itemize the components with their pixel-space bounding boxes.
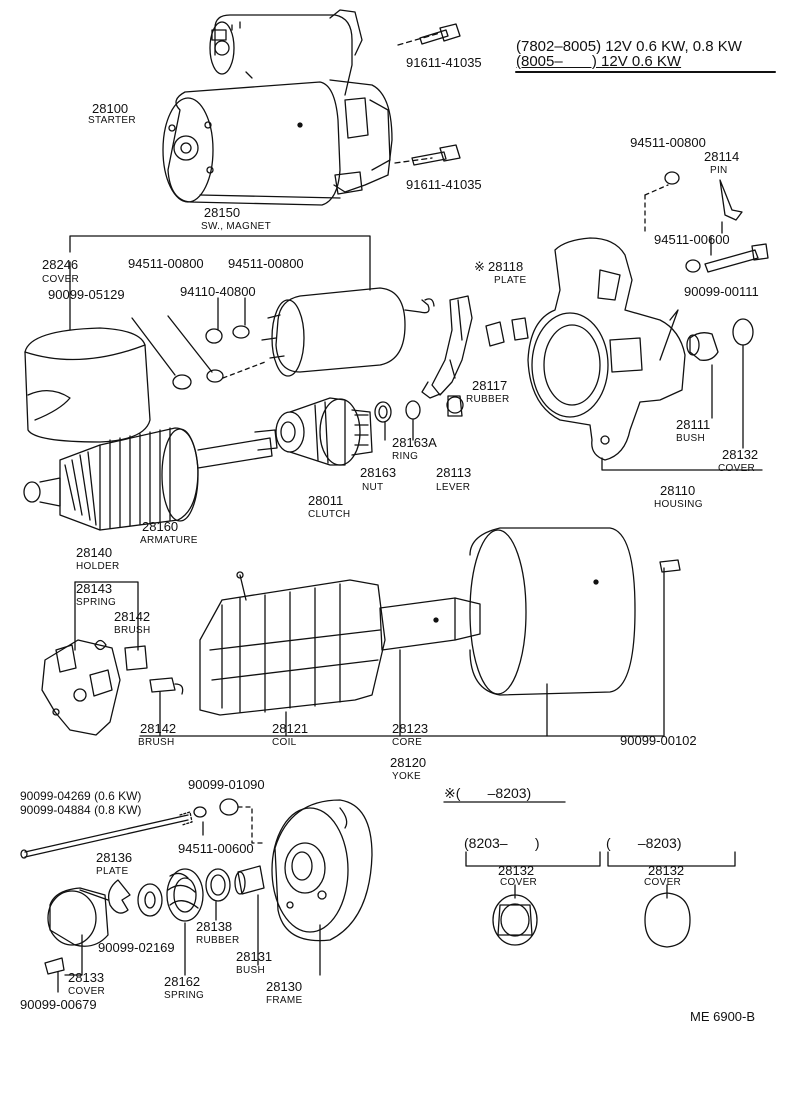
note-header: ※( –8203) xyxy=(444,785,532,801)
part-name: CORE xyxy=(392,737,423,748)
spec-line-1: (7802–8005) 12V 0.6 KW, 0.8 KW xyxy=(516,38,742,55)
part-number: 28100 xyxy=(92,101,129,116)
part-name: STARTER xyxy=(88,115,136,126)
note-mark: ※ xyxy=(474,259,485,274)
housing-drawing xyxy=(527,171,769,471)
part-name: BUSH xyxy=(236,965,265,976)
part-number: 90099-04269 (0.6 KW) xyxy=(20,789,142,803)
part-name: LEVER xyxy=(436,482,471,493)
part-number: 28140 xyxy=(76,545,113,560)
diagram-code: ME 6900-B xyxy=(690,1009,756,1024)
part-number: 28114 xyxy=(704,149,740,164)
part-name: SPRING xyxy=(76,597,117,608)
part-name: HOLDER xyxy=(76,561,120,572)
part-name: SW., MAGNET xyxy=(201,221,271,232)
part-number: 90099-05129 xyxy=(48,287,125,302)
part-number: 28133 xyxy=(68,970,105,985)
armature-drawing xyxy=(23,427,278,531)
note-drawing xyxy=(443,801,736,948)
part-name: COVER xyxy=(718,463,756,474)
part-number: 90099-00102 xyxy=(620,733,697,748)
part-name: BRUSH xyxy=(114,625,151,636)
part-name: PIN xyxy=(710,165,728,176)
part-name: HOUSING xyxy=(654,499,703,510)
part-number: 91611-41035 xyxy=(406,177,482,192)
part-name: COVER xyxy=(42,274,80,285)
part-name: PLATE xyxy=(494,275,527,286)
part-number: 28117 xyxy=(472,378,508,393)
part-number: 28120 xyxy=(390,755,427,770)
part-number: 94110-40800 xyxy=(180,284,256,299)
part-name: ARMATURE xyxy=(140,535,198,546)
part-number: 28142 xyxy=(114,609,151,624)
part-number: 28246 xyxy=(42,257,79,272)
part-number: 90099-04884 (0.8 KW) xyxy=(20,803,142,817)
part-number: 28132 xyxy=(722,447,759,462)
part-number: 28163 xyxy=(360,465,397,480)
part-number: 90099-00111 xyxy=(684,284,759,299)
part-name: PLATE xyxy=(96,866,129,877)
part-number: 94511-00600 xyxy=(178,841,254,856)
part-number: 90099-01090 xyxy=(188,777,265,792)
part-number: 28132 xyxy=(498,863,535,878)
part-number: 28163A xyxy=(392,435,437,450)
part-number: 90099-00679 xyxy=(20,997,97,1012)
part-number: 94511-00800 xyxy=(630,135,706,150)
part-number: 28130 xyxy=(266,979,303,994)
note-left-range: (8203– ) xyxy=(464,835,540,851)
yoke-drawing xyxy=(41,527,681,737)
part-number: 94511-00800 xyxy=(228,256,304,271)
part-number: 28111 xyxy=(676,417,711,432)
part-number: 28011 xyxy=(308,493,344,508)
part-number: 94511-00800 xyxy=(128,256,204,271)
part-number: 28162 xyxy=(164,974,201,989)
spec-line-2: (8005– ) 12V 0.6 KW xyxy=(516,53,682,70)
part-name: RUBBER xyxy=(196,935,240,946)
part-name: NUT xyxy=(362,482,384,493)
part-name: RING xyxy=(392,451,419,462)
part-number: 28131 xyxy=(236,949,273,964)
solenoid-row-drawing xyxy=(24,287,529,466)
part-number: 28136 xyxy=(96,850,133,865)
part-name: CLUTCH xyxy=(308,509,351,520)
part-name: RUBBER xyxy=(466,394,510,405)
part-number: 91611-41035 xyxy=(406,55,482,70)
starter-assembly-drawing xyxy=(162,9,461,206)
part-number: 94511-00600 xyxy=(654,232,730,247)
part-name: BUSH xyxy=(676,433,705,444)
part-name: COVER xyxy=(68,986,106,997)
part-name: COVER xyxy=(644,877,682,888)
part-name: BRUSH xyxy=(138,737,175,748)
part-name: COIL xyxy=(272,737,297,748)
part-number: 28142 xyxy=(140,721,177,736)
part-number: 28143 xyxy=(76,581,113,596)
part-number: 90099-02169 xyxy=(98,940,175,955)
frame-drawing xyxy=(20,798,373,993)
part-number: 28121 xyxy=(272,721,309,736)
part-number: 28113 xyxy=(436,465,472,480)
part-name: SPRING xyxy=(164,990,205,1001)
part-number: 28123 xyxy=(392,721,429,736)
part-number: 28132 xyxy=(648,863,685,878)
part-name: YOKE xyxy=(392,771,421,782)
part-number: 28160 xyxy=(142,519,179,534)
part-name: FRAME xyxy=(266,995,303,1006)
part-number: 28110 xyxy=(660,483,696,498)
note-right-range: ( –8203) xyxy=(606,835,682,851)
part-number: 28118 xyxy=(488,259,524,274)
part-name: COVER xyxy=(500,877,538,888)
part-number: 28150 xyxy=(203,205,241,220)
part-number: 28138 xyxy=(196,919,233,934)
